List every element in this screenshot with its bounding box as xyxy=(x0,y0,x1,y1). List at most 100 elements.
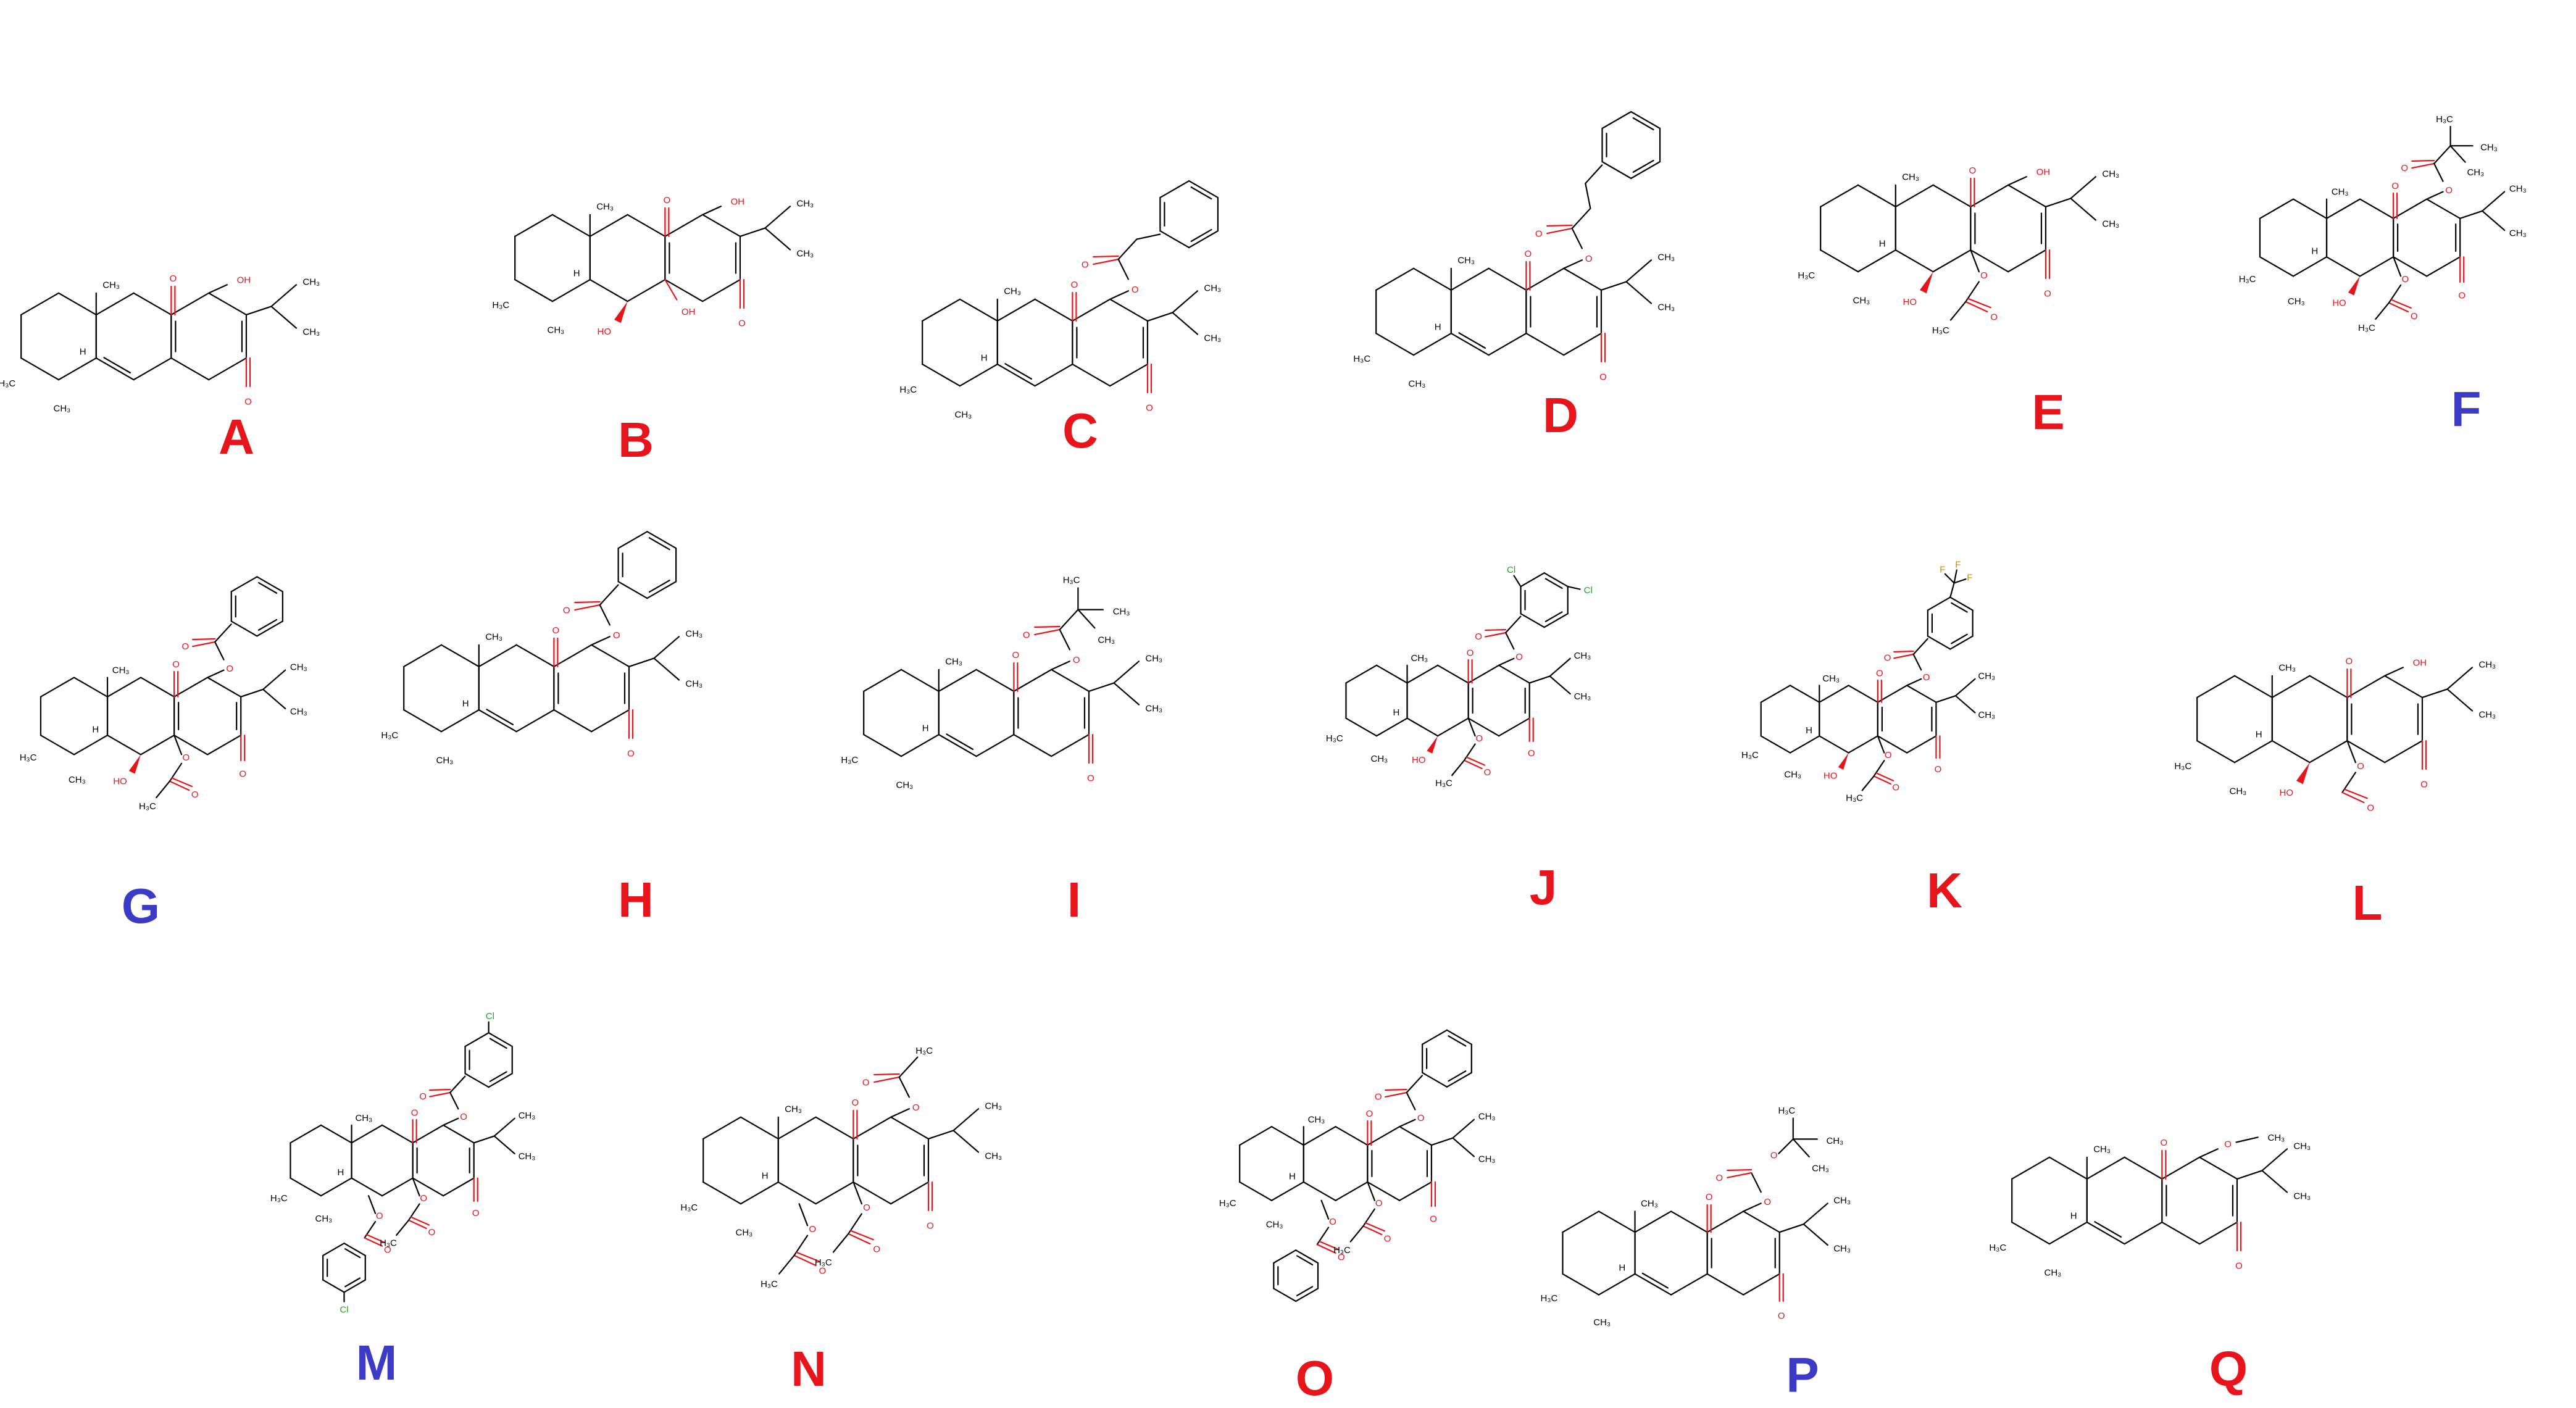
ester-oxygen: O xyxy=(226,664,233,674)
methyl-group: CH₃ xyxy=(2267,1133,2285,1143)
ring-c-quinone xyxy=(664,214,741,302)
compound-label: E xyxy=(2032,385,2064,439)
gem-methyl: CH₃ xyxy=(1409,379,1426,389)
ring-a xyxy=(514,214,591,302)
compound-label: M xyxy=(356,1335,398,1390)
fluorine: F xyxy=(1940,565,1945,575)
carbonyl-oxygen: O xyxy=(2458,290,2466,301)
formyloxy-carbonyl: O xyxy=(2367,803,2374,814)
ring-a xyxy=(2196,675,2273,764)
ring-a xyxy=(1375,267,1452,356)
acetoxy-carbonyl: O xyxy=(873,1244,880,1255)
compound-label: C xyxy=(1062,403,1098,458)
ester-carbonyl-oxygen: O xyxy=(1375,1092,1382,1102)
gem-methyl: CH₃ xyxy=(896,780,914,791)
carbonyl-oxygen: O xyxy=(2235,1261,2243,1272)
gem-methyl: H₃C xyxy=(899,385,917,395)
wedge-bond xyxy=(1838,752,1849,770)
angular-methyl: CH₃ xyxy=(1902,172,1919,183)
c5-hydrogen: H xyxy=(1879,239,1886,249)
gem-methyl: H₃C xyxy=(1541,1293,1558,1304)
gem-methyl: H₃C xyxy=(680,1202,698,1213)
ring-c-quinone xyxy=(173,677,242,756)
methyl-group: CH₃ xyxy=(290,707,307,717)
tert-butyl-methyl: CH₃ xyxy=(1812,1163,1829,1173)
hydroxyl: HO xyxy=(598,327,612,337)
carbonyl-oxygen: O xyxy=(2391,181,2399,191)
ring-c-quinone xyxy=(852,1116,930,1205)
gem-methyl: H₃C xyxy=(2239,274,2256,285)
benzoyloxy-oxygen: O xyxy=(1329,1217,1336,1227)
ring-c-quinone xyxy=(170,292,248,381)
acetyl-methyl: H₃C xyxy=(1435,778,1453,789)
gem-methyl: CH₃ xyxy=(736,1228,753,1238)
angular-methyl: CH₃ xyxy=(2093,1144,2111,1155)
acetyl-methyl: H₃C xyxy=(1932,325,1949,336)
ring-a xyxy=(863,669,940,757)
gem-methyl: H₃C xyxy=(1353,354,1370,364)
gem-methyl: CH₃ xyxy=(2230,786,2247,797)
gem-methyl: CH₃ xyxy=(1266,1220,1283,1230)
hydroxyl: OH xyxy=(2036,167,2051,178)
methyl-group: CH₃ xyxy=(1204,333,1221,343)
ester-oxygen: O xyxy=(1585,254,1593,264)
gem-methyl: H₃C xyxy=(841,755,858,765)
compound-label: H xyxy=(618,872,654,927)
aryl-ring xyxy=(322,1243,366,1293)
ether-oxygen: O xyxy=(2224,1139,2232,1150)
methyl-group: CH₃ xyxy=(2509,184,2527,194)
compound-label: A xyxy=(219,409,254,464)
tert-butyl-methyl: CH₃ xyxy=(1098,635,1115,646)
tert-butyl-methyl: H₃C xyxy=(1063,575,1080,585)
methyl-group: CH₃ xyxy=(2102,169,2119,179)
compound-label: L xyxy=(2353,875,2383,930)
ester-carbonyl-oxygen: O xyxy=(1535,229,1543,240)
acetoxy-carbonyl: O xyxy=(1384,1234,1391,1244)
ring-a xyxy=(290,1124,352,1197)
compound-label: B xyxy=(618,412,654,467)
ester-carbonyl-oxygen: O xyxy=(1023,630,1030,641)
ester-oxygen: O xyxy=(912,1102,920,1113)
gem-methyl: H₃C xyxy=(0,378,15,389)
angular-methyl: CH₃ xyxy=(112,665,130,675)
c5-hydrogen: H xyxy=(1619,1263,1625,1273)
acetyl-methyl: H₃C xyxy=(380,1238,397,1249)
angular-methyl: CH₃ xyxy=(1411,653,1428,664)
gem-methyl: H₃C xyxy=(1326,733,1343,744)
c5-hydrogen: H xyxy=(1289,1171,1296,1181)
wedge-bond xyxy=(2296,762,2310,785)
c5-hydrogen: H xyxy=(762,1171,769,1181)
carbonyl-oxygen: O xyxy=(2044,289,2051,299)
acetoxy-carbonyl: O xyxy=(1484,767,1491,778)
methyl-group: CH₃ xyxy=(302,327,320,337)
methyl-group: CH₃ xyxy=(1833,1195,1851,1206)
tert-butyl-methyl: H₃C xyxy=(1778,1106,1795,1116)
ring-c-quinone xyxy=(1072,298,1149,387)
aryl-ring xyxy=(1520,572,1569,628)
acetyl-methyl: H₃C xyxy=(1333,1245,1351,1256)
ring-b xyxy=(589,214,666,302)
acetyl-methyl: H₃C xyxy=(139,801,156,812)
ring-c-quinone xyxy=(1706,1210,1780,1296)
c5-hydrogen: H xyxy=(573,269,580,279)
c5-hydrogen: H xyxy=(981,353,988,364)
carbonate-oxygen: O xyxy=(1770,1151,1778,1161)
ester-oxygen: O xyxy=(1132,285,1139,295)
compound-label: O xyxy=(1296,1351,1334,1406)
ring-b xyxy=(1450,267,1527,356)
methyl-group: CH₃ xyxy=(1145,653,1162,664)
carbonyl-oxygen: O xyxy=(852,1098,859,1108)
ring-a xyxy=(922,298,998,387)
carbonyl-oxygen: O xyxy=(1146,403,1153,414)
chlorobenzoyloxy-carbonyl: O xyxy=(384,1245,391,1256)
acetyl-methyl: H₃C xyxy=(2358,323,2375,333)
acetyl-methyl: H₃C xyxy=(761,1279,778,1289)
